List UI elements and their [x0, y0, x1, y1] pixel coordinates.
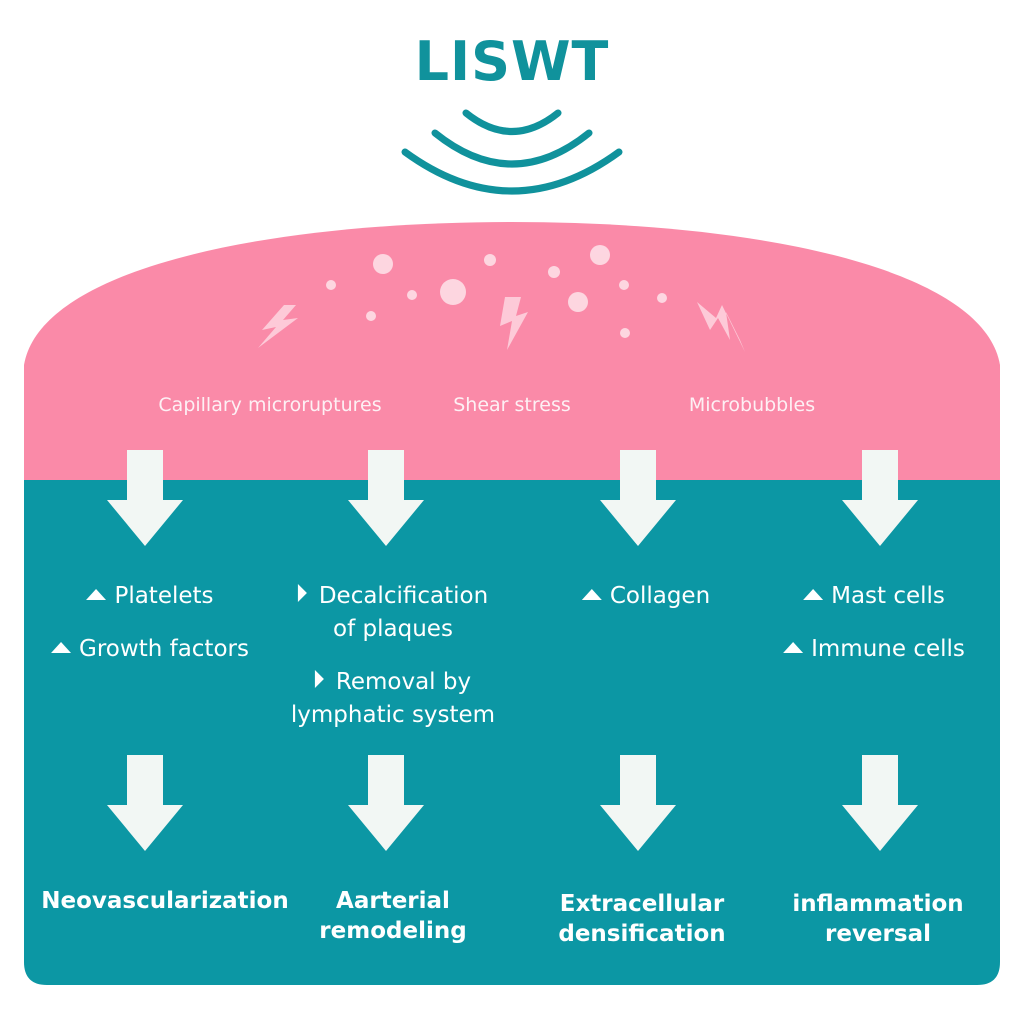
- outcome-text: reversal: [825, 921, 931, 947]
- effect-text: of plaques: [333, 616, 453, 642]
- down-arrow-icon: [107, 755, 183, 851]
- mechanism-label: Microbubbles: [688, 394, 816, 416]
- effect-text: Collagen: [581, 580, 710, 613]
- outcome-text: densification: [558, 921, 726, 947]
- outcome-text: remodeling: [319, 918, 467, 944]
- outcome-label: Neovascularization: [41, 886, 288, 916]
- effect-text: Immune cells: [783, 633, 965, 666]
- increase-icon: [783, 642, 804, 653]
- outcome-label: Extracellular densification: [558, 889, 725, 949]
- microbubbles-group: [326, 245, 667, 338]
- increase-icon: [581, 589, 602, 600]
- effect-item: Platelets: [51, 580, 249, 613]
- effect-item: Mast cells: [783, 580, 965, 613]
- effect-text: Growth factors: [51, 633, 249, 666]
- effect-group: Collagen: [581, 580, 710, 613]
- down-arrow-icon: [842, 450, 918, 546]
- outcome-label: inflammation reversal: [792, 889, 963, 949]
- effect-text: Removal by: [291, 666, 495, 699]
- effect-text: Decalcification: [291, 580, 495, 613]
- down-arrow-icon: [842, 755, 918, 851]
- effect-item: Decalcification of plaques: [291, 580, 495, 646]
- effect-item: Removal by lymphatic system: [291, 666, 495, 732]
- outcome-text: Extracellular: [559, 891, 725, 917]
- effect-text: Platelets: [51, 580, 249, 613]
- outcome-text: Aarterial: [336, 888, 450, 914]
- increase-icon: [803, 589, 824, 600]
- diagram-title: LISWT: [414, 30, 610, 93]
- down-arrow-icon: [600, 450, 676, 546]
- increase-icon: [86, 589, 107, 600]
- outcome-text: Neovascularization: [41, 888, 289, 914]
- effect-item: Collagen: [581, 580, 710, 613]
- down-arrow-icon: [600, 755, 676, 851]
- shockwave-icon: [401, 109, 623, 195]
- down-arrow-icon: [348, 450, 424, 546]
- effect-text: Mast cells: [783, 580, 965, 613]
- effect-text: lymphatic system: [290, 702, 496, 728]
- increase-icon: [51, 642, 72, 653]
- down-arrow-icon: [107, 450, 183, 546]
- down-arrow-icon: [348, 755, 424, 851]
- effect-item: Growth factors: [51, 633, 249, 666]
- mechanism-label: Capillary microruptures: [158, 394, 382, 416]
- mechanism-label: Shear stress: [453, 394, 571, 416]
- process-icon: [297, 584, 307, 602]
- lightning-icon: [258, 297, 745, 352]
- outcome-text: inflammation: [792, 891, 964, 917]
- process-icon: [314, 670, 324, 688]
- outcome-label: Aarterial remodeling: [319, 886, 466, 946]
- effect-item: Immune cells: [783, 633, 965, 666]
